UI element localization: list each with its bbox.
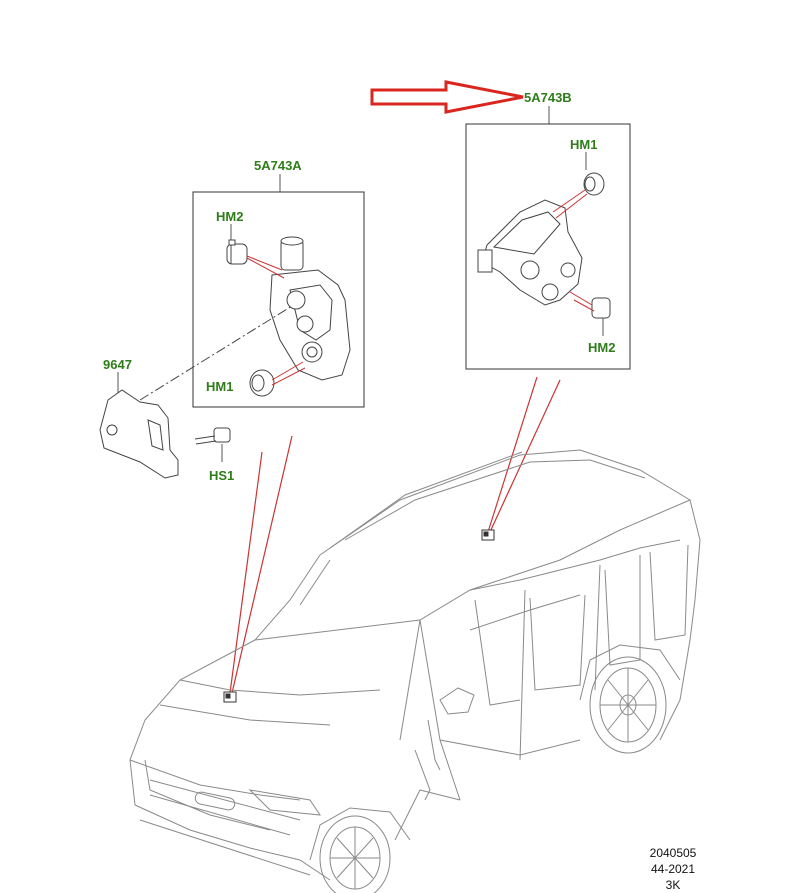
callout-part-a: 5A743A [254,158,302,173]
valve-block-icon [226,236,351,397]
reference-line-3: 3K [665,878,681,892]
bracket-icon [99,372,231,479]
callout-b-hm2: HM2 [588,340,616,355]
location-leaders [229,376,561,694]
reference-line-1: 2040505 [649,846,697,860]
callout-bracket: 9647 [103,357,132,372]
reference-line-2: 44-2021 [650,862,696,876]
detail-box-b [465,123,631,370]
callout-part-b: 5A743B [524,90,572,105]
valve-block-b-icon [477,172,611,319]
highlight-arrow-icon [370,80,524,114]
projection-line [139,305,293,401]
callout-b-hm1: HM1 [570,137,598,152]
callout-a-hm2: HM2 [216,209,244,224]
callout-a-hs1: HS1 [209,468,235,483]
component-marker-rear [481,529,495,541]
leader-lines-b [552,189,595,312]
car-outline-icon [129,449,701,893]
detail-box-a [192,191,365,408]
leader-lines-a [246,255,306,386]
component-marker-front [223,691,237,703]
callout-a-hm1: HM1 [206,379,234,394]
